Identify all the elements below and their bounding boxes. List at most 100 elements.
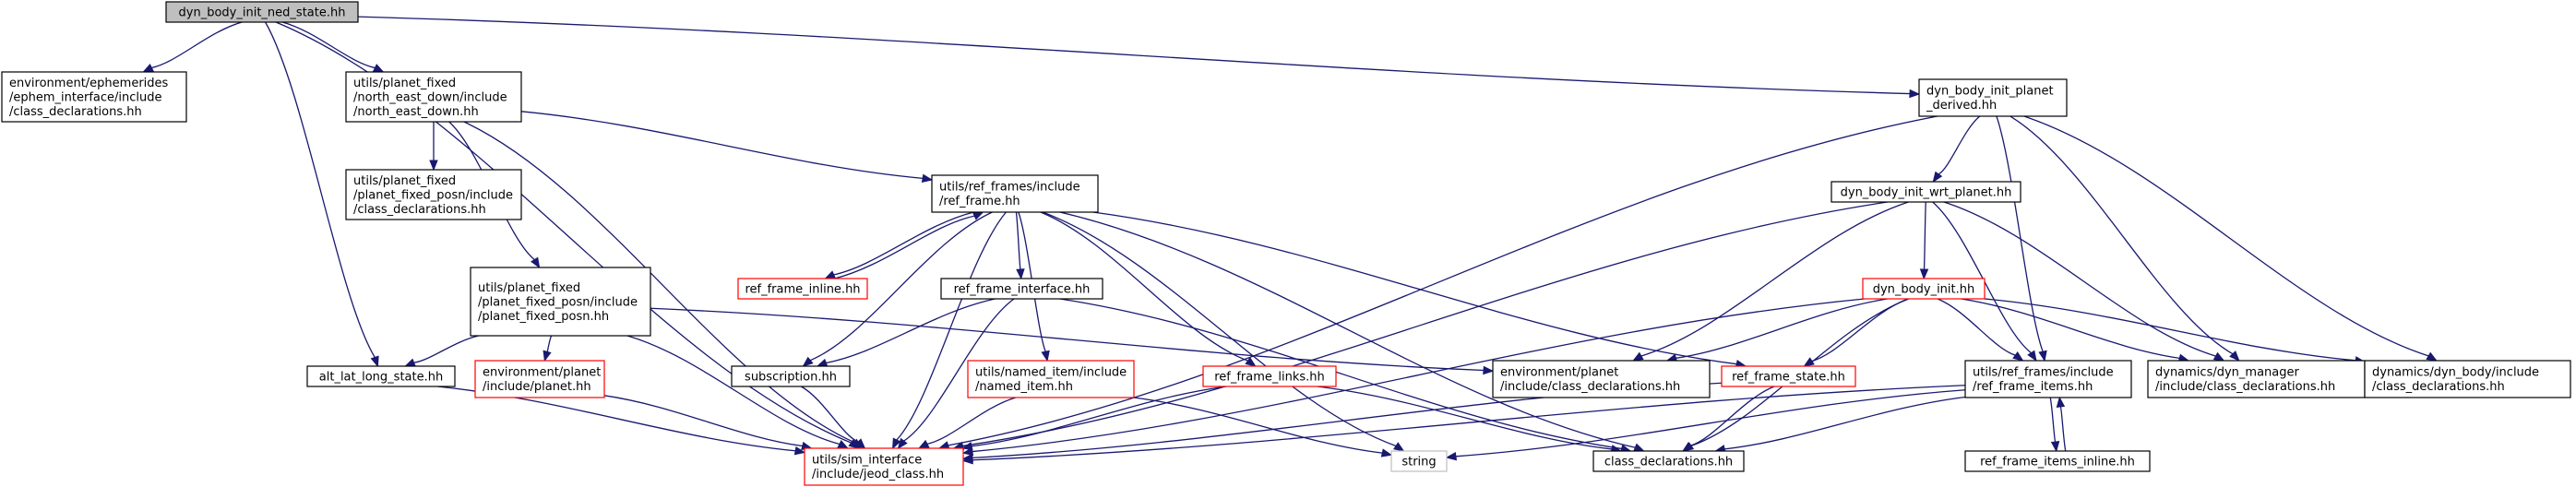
edge-rfitems-to-cd: [1714, 396, 1966, 454]
node-label-line: dyn_body_init_planet: [1926, 85, 2054, 99]
node-label-line: _derived.hh: [1926, 99, 1997, 113]
node-label-line: ref_frame_inline.hh: [745, 282, 860, 296]
edge-pd-to-dynbody: [2023, 115, 2438, 362]
edge-pd-to-dynmgr: [2010, 115, 2240, 362]
node-envcd[interactable]: environment/planet/include/class_declara…: [1492, 360, 1711, 398]
node-pfp[interactable]: utils/planet_fixed/planet_fixed_posn/inc…: [470, 267, 651, 337]
node-label-line: /include/planet.hh: [483, 380, 591, 394]
edge-pfp-to-planet: [543, 335, 553, 362]
edge-init-to-dynmgr: [1961, 298, 2190, 362]
node-label-line: /include/jeod_class.hh: [812, 468, 944, 481]
node-named[interactable]: utils/named_item/include/named_item.hh: [967, 360, 1135, 398]
node-label-line: /north_east_down.hh: [353, 105, 479, 119]
node-label-line: utils/sim_interface: [812, 454, 922, 468]
node-sub[interactable]: subscription.hh: [731, 365, 851, 387]
node-rfstate[interactable]: ref_frame_state.hh: [1721, 365, 1856, 387]
node-label-line: utils/ref_frames/include: [1973, 366, 2114, 380]
node-label-line: /ephem_interface/include: [9, 90, 162, 104]
node-ned[interactable]: utils/planet_fixed/north_east_down/inclu…: [345, 71, 522, 123]
edge-root-to-ned: [282, 21, 385, 73]
node-label-line: utils/planet_fixed: [353, 77, 456, 90]
edge-pfp-to-envcd: [650, 307, 1495, 375]
edge-ned-to-rf: [520, 111, 934, 183]
edge-wrt-to-init: [1919, 201, 1929, 280]
node-wrt[interactable]: dyn_body_init_wrt_planet.hh: [1831, 181, 2021, 203]
node-init[interactable]: dyn_body_init.hh: [1862, 278, 1986, 300]
edge-wrt-to-envcd: [1632, 201, 1909, 362]
node-cd[interactable]: class_declarations.hh: [1592, 450, 1745, 472]
node-pd[interactable]: dyn_body_init_planet_derived.hh: [1918, 78, 2068, 117]
node-pfp_cd[interactable]: utils/planet_fixed/planet_fixed_posn/inc…: [345, 169, 522, 220]
node-label-line: dyn_body_init_ned_state.hh: [179, 6, 346, 19]
edge-wrt-to-jeod: [952, 201, 1888, 450]
edge-rf-to-string: [1042, 211, 1405, 452]
node-jeod[interactable]: utils/sim_interface/include/jeod_class.h…: [804, 447, 964, 486]
node-rfiface[interactable]: ref_frame_interface.hh: [940, 278, 1103, 300]
edge-rf-to-rfiface: [1015, 211, 1025, 280]
node-label-line: /planet_fixed_posn/include: [478, 295, 638, 309]
node-rfinline[interactable]: ref_frame_inline.hh: [737, 278, 868, 300]
edge-wrt-to-dynmgr: [1943, 201, 2225, 362]
edge-ned-to-pfp_cd: [429, 122, 438, 172]
node-alt[interactable]: alt_lat_long_state.hh: [306, 365, 456, 387]
node-label-line: /class_declarations.hh: [353, 203, 486, 217]
edge-rf-to-jeod: [892, 211, 1007, 450]
node-label-line: ref_frame_items_inline.hh: [1980, 455, 2135, 469]
edge-rfitemsinl-to-rfitems: [2056, 396, 2067, 452]
node-links[interactable]: ref_frame_links.hh: [1202, 365, 1337, 387]
node-label-line: string: [1401, 455, 1436, 469]
node-label-line: /class_declarations.hh: [9, 105, 142, 119]
edge-pd-to-wrt: [1932, 115, 1981, 184]
node-label-line: /planet_fixed_posn/include: [353, 188, 513, 202]
edge-rfinline-to-rf: [834, 211, 984, 279]
node-label-line: ref_frame_state.hh: [1732, 370, 1845, 384]
edge-rf-to-sub: [802, 211, 993, 367]
node-label-line: utils/planet_fixed: [353, 174, 456, 188]
node-label-line: environment/planet: [483, 366, 601, 380]
node-rf[interactable]: utils/ref_frames/include/ref_frame.hh: [931, 174, 1099, 213]
node-dynbody[interactable]: dynamics/dyn_body/include/class_declarat…: [2364, 360, 2571, 398]
node-label-line: /class_declarations.hh: [2372, 380, 2505, 394]
node-label-line: dyn_body_init_wrt_planet.hh: [1841, 185, 2012, 199]
node-label-line: subscription.hh: [745, 370, 837, 384]
node-string[interactable]: string: [1390, 450, 1448, 472]
node-label-line: utils/ref_frames/include: [939, 181, 1080, 195]
edge-sub-to-jeod: [801, 386, 866, 449]
node-label-line: environment/ephemerides: [9, 77, 169, 90]
node-label-line: alt_lat_long_state.hh: [319, 370, 443, 384]
edge-rf-to-links: [1040, 211, 1257, 367]
edge-pd-to-jeod: [937, 115, 1938, 450]
node-rfitemsinl[interactable]: ref_frame_items_inline.hh: [1964, 450, 2151, 472]
edge-init-to-envcd: [1665, 298, 1888, 362]
node-label-line: utils/named_item/include: [975, 366, 1127, 380]
edge-pd-to-rfitems: [1996, 115, 2047, 362]
node-label-line: ref_frame_interface.hh: [954, 282, 1091, 296]
node-label-line: /ref_frame.hh: [939, 195, 1020, 208]
node-ephem[interactable]: environment/ephemerides/ephem_interface/…: [1, 71, 187, 123]
node-label-line: ref_frame_links.hh: [1214, 370, 1325, 384]
edge-init-to-jeod: [961, 298, 1865, 457]
edge-rfitems-to-jeod: [961, 385, 1966, 465]
node-root[interactable]: dyn_body_init_ned_state.hh: [165, 1, 359, 23]
edge-rf-to-rfinline: [824, 211, 974, 279]
edge-rfiface-to-sub: [816, 298, 996, 367]
node-label-line: dynamics/dyn_manager: [2155, 366, 2299, 380]
edge-root-to-pd: [357, 16, 1921, 99]
node-label-line: environment/planet: [1500, 366, 1618, 380]
node-label-line: dyn_body_init.hh: [1873, 282, 1975, 296]
node-label-line: /north_east_down/include: [353, 90, 507, 104]
edge-pfp-to-alt: [404, 335, 479, 367]
node-label-line: utils/planet_fixed: [478, 281, 580, 295]
node-label-line: dynamics/dyn_body/include: [2372, 366, 2539, 380]
edge-named-to-jeod: [917, 397, 1017, 449]
edge-root-to-alt: [265, 21, 379, 368]
edge-rfitems-to-rfitemsinl: [2049, 397, 2060, 453]
node-planet[interactable]: environment/planet/include/planet.hh: [474, 360, 605, 398]
node-dynmgr[interactable]: dynamics/dyn_manager/include/class_decla…: [2147, 360, 2366, 398]
node-label-line: /include/class_declarations.hh: [1500, 380, 1680, 394]
edge-root-to-ephem: [142, 21, 243, 73]
node-rfitems[interactable]: utils/ref_frames/include/ref_frame_items…: [1964, 360, 2132, 398]
edge-rfitems-to-string: [1445, 389, 1966, 461]
